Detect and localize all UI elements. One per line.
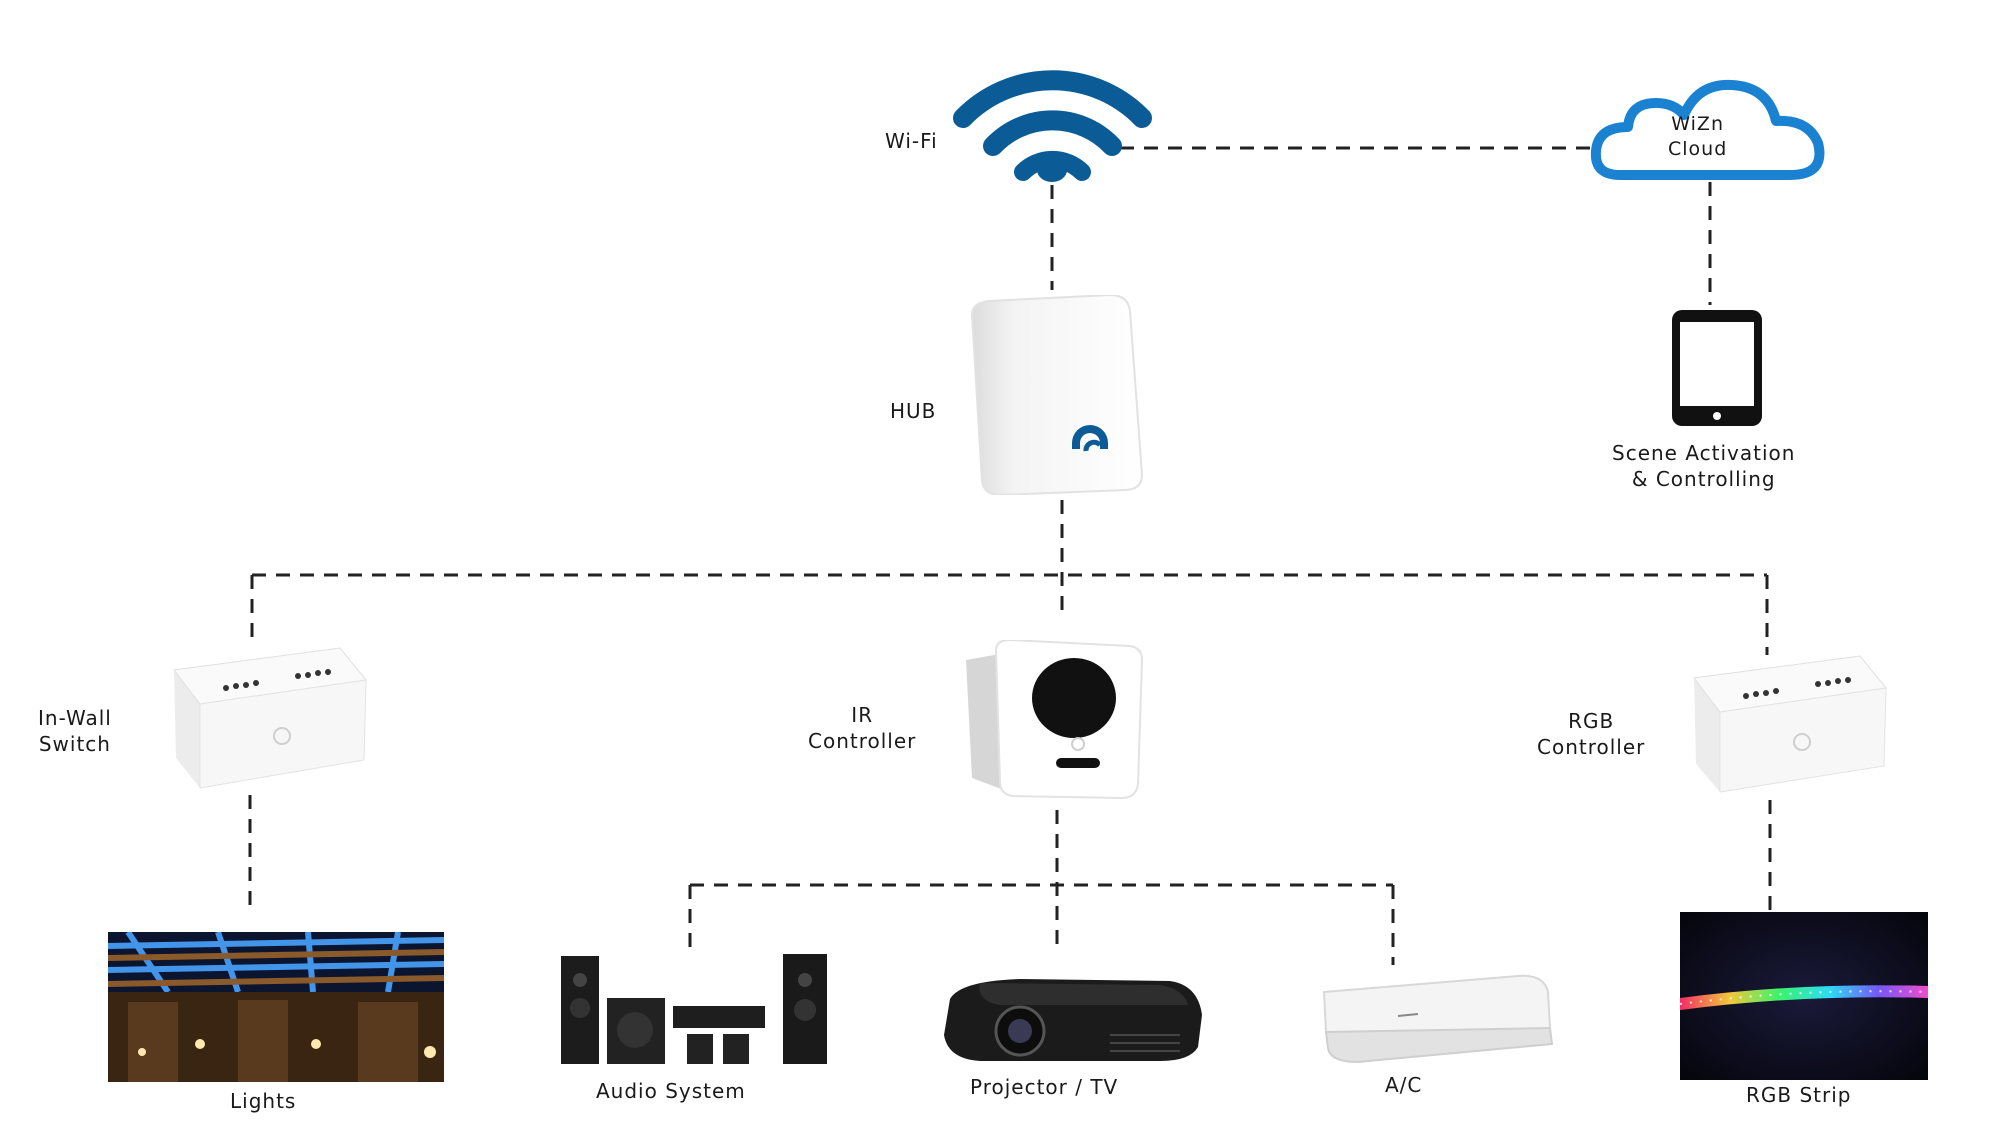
smartphone-icon [1670,308,1764,428]
rgb-strip-label: RGB Strip [1746,1083,1852,1107]
ir-controller-icon [960,638,1145,800]
air-conditioner-icon [1318,972,1558,1064]
lights-label: Lights [230,1089,297,1113]
in-wall-switch-icon [170,640,370,790]
cloud-icon [1590,75,1830,185]
inwall-label: In-Wall Switch [38,706,112,756]
cloud-label: WiZn Cloud [1668,113,1728,160]
wifi-dot [1037,158,1067,182]
hub-label: HUB [890,399,937,423]
lights-photo [107,930,445,1082]
phone-label: Scene Activation & Controlling [1612,441,1796,491]
rgb-strip-photo [1674,912,1934,1080]
projector-icon [940,975,1205,1065]
rgb-controller-icon [1690,648,1890,793]
audio-label: Audio System [596,1079,746,1103]
ir-label: IR Controller [808,703,917,753]
hub-device-icon [960,293,1150,497]
projector-label: Projector / TV [970,1075,1119,1099]
rgb-controller-label: RGB Controller [1537,709,1646,759]
ac-label: A/C [1385,1073,1423,1097]
wifi-label: Wi-Fi [885,129,938,153]
audio-system-icon [555,950,840,1070]
